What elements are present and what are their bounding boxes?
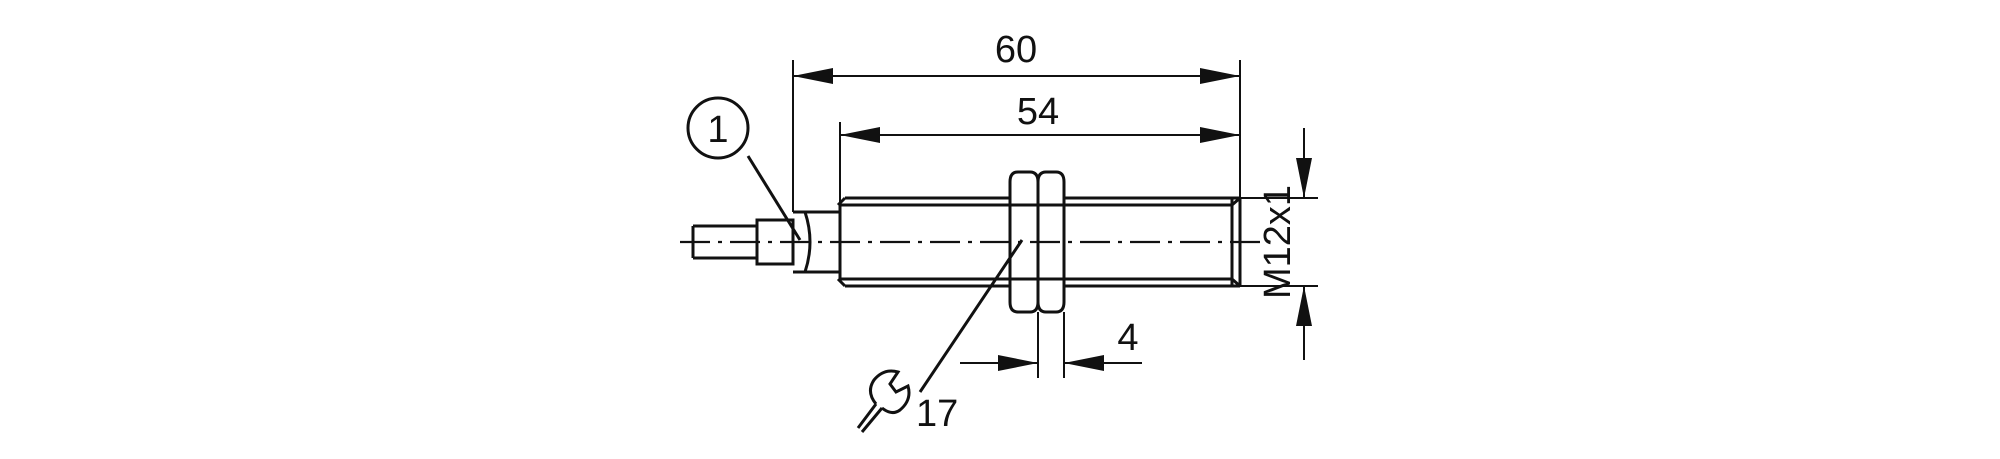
dimension-60: 60 (792, 29, 1241, 212)
dimension-m12x1: M12x1 (1240, 128, 1318, 360)
dimension-54-label: 54 (1017, 91, 1059, 133)
callout-1-label: 1 (707, 109, 728, 151)
dimension-4: 4 (960, 312, 1142, 378)
callout-1: 1 (686, 96, 802, 241)
hex-nut-pair (1008, 170, 1066, 314)
wrench-size-leader: 17 (856, 239, 1024, 435)
dimension-54: 54 (839, 91, 1240, 205)
dimension-60-label: 60 (995, 29, 1037, 71)
wrench-icon (856, 369, 911, 433)
dimension-4-label: 4 (1117, 317, 1138, 359)
dimension-m12x1-label: M12x1 (1257, 185, 1299, 299)
wrench-size-label: 17 (916, 393, 958, 435)
